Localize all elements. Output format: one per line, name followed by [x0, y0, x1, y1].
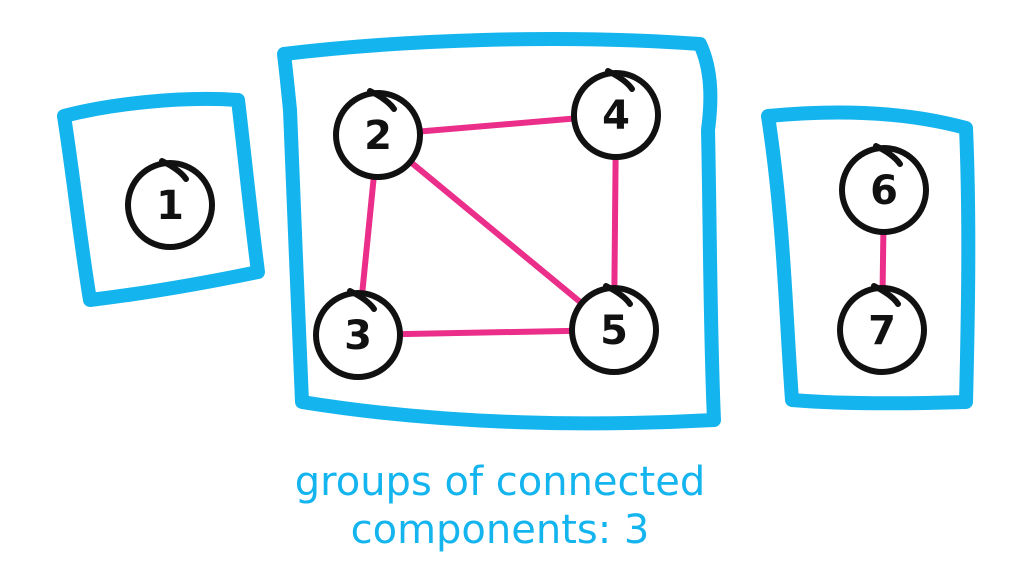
node-label-7: 7 [868, 308, 896, 354]
group-box-component-2 [277, 32, 721, 431]
edge-2-5 [407, 158, 585, 307]
node-label-5: 5 [600, 308, 628, 354]
node-1: 1 [125, 158, 215, 250]
node-label-4: 4 [602, 93, 630, 139]
node-stroke-overlap-7 [871, 283, 901, 307]
node-3: 3 [313, 288, 403, 380]
node-stroke-overlap-6 [873, 143, 903, 167]
node-7: 7 [837, 283, 927, 375]
node-4: 4 [571, 68, 661, 160]
caption-line-1: groups of connected [294, 459, 706, 505]
edge-3-5 [396, 327, 576, 338]
caption: groups of connected components: 3 [0, 458, 1000, 554]
node-5: 5 [569, 283, 659, 375]
edge-2-3 [359, 173, 377, 297]
node-stroke-overlap-3 [347, 288, 377, 312]
group-box-component-3 [761, 105, 976, 411]
caption-line-2: components: 3 [350, 507, 650, 553]
node-stroke-overlap-5 [603, 283, 633, 307]
edge-6-7 [879, 228, 887, 292]
node-stroke-overlap-2 [367, 88, 397, 112]
node-6: 6 [839, 143, 929, 235]
node-label-3: 3 [344, 313, 372, 359]
node-stroke-overlap-4 [605, 68, 635, 92]
node-label-2: 2 [364, 113, 392, 159]
node-2: 2 [333, 88, 423, 180]
node-label-1: 1 [156, 183, 184, 229]
edge-2-4 [416, 115, 578, 135]
node-label-6: 6 [870, 168, 898, 214]
graph-edges [359, 115, 887, 338]
graph-nodes: 1 2 3 4 5 6 7 [125, 68, 929, 380]
edge-4-5 [611, 153, 619, 292]
group-box-component-1 [57, 91, 265, 307]
node-stroke-overlap-1 [159, 158, 189, 182]
